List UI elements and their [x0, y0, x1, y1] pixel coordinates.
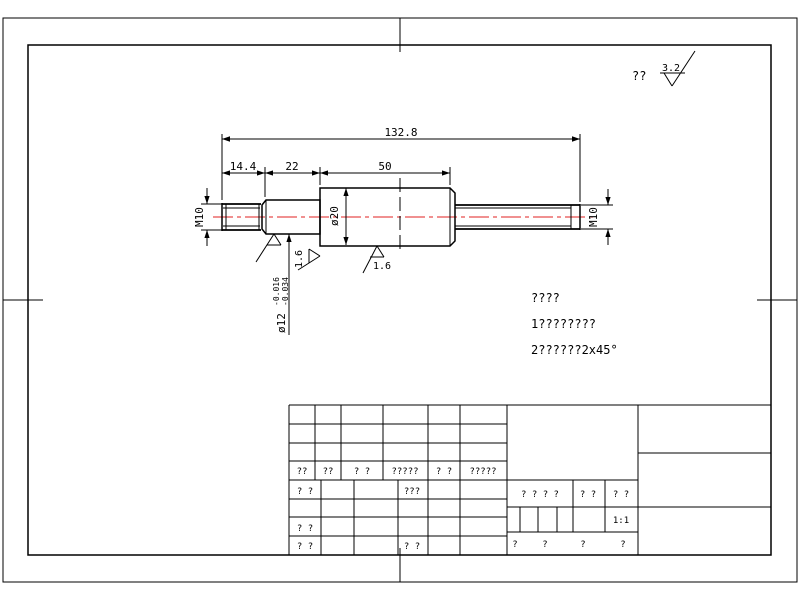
note-title: ???? [531, 291, 560, 305]
dim-seg1-text: 14.4 [230, 160, 257, 173]
note-line-1: 1???????? [531, 317, 596, 331]
row5-cell-1: ? ? [297, 487, 313, 497]
roughness-symbol-step [255, 233, 282, 263]
header-cell-3: ? ? [354, 467, 370, 477]
sheet-borders [2, 17, 798, 583]
dim-overall: 132.8 [221, 126, 581, 202]
roughness-face-value: 1.6 [294, 250, 305, 268]
dim-mid-dia-base: ø12 [275, 313, 288, 333]
bottom-cell-1: ? [512, 540, 517, 550]
title-block-texts: ?? ?? ? ? ????? ? ? ????? ? ? ??? ? ? ? … [297, 467, 630, 552]
inner-border [27, 44, 772, 556]
scale-cell: 1:1 [613, 516, 629, 526]
general-roughness: ?? 3.2 [632, 50, 696, 87]
roughness-symbol-face: 1.6 [294, 248, 321, 271]
dim-left-thread: M10 [193, 188, 222, 246]
header-cell-4: ????? [391, 467, 418, 477]
general-roughness-label: ?? [632, 69, 646, 83]
note-line-2: 2??????2x45° [531, 343, 618, 357]
dim-left-thread-text: M10 [193, 207, 206, 227]
bottom-cell-2: ? [542, 540, 547, 550]
right-thread-section [455, 204, 581, 230]
header-cell-2: ?? [323, 467, 334, 477]
header-cell-6: ????? [469, 467, 496, 477]
dim-right-thread-text: M10 [587, 207, 600, 227]
title-block-grid [288, 404, 771, 555]
technical-notes: ???? 1???????? 2??????2x45° [531, 291, 618, 357]
sign-cell-2: ? ? [580, 490, 596, 500]
dim-seg3-text: 50 [378, 160, 391, 173]
shaft-view [213, 178, 597, 253]
left-thread-section [221, 203, 261, 231]
general-roughness-value: 3.2 [662, 63, 680, 74]
row8-cell-4: ? ? [404, 542, 420, 552]
dim-mid-dia-upper: -0.016 [272, 277, 281, 306]
dim-big-dia-text: ø20 [328, 206, 341, 226]
sign-cell-1: ? ? ? ? [521, 490, 559, 500]
sign-cell-3: ? ? [613, 490, 629, 500]
bottom-cell-4: ? [620, 540, 625, 550]
row7-cell-1: ? ? [297, 524, 313, 534]
dim-segments: 14.4 22 50 [222, 160, 451, 197]
roughness-symbol-bottom: 1.6 [362, 245, 391, 274]
dim-seg2-text: 22 [285, 160, 298, 173]
header-cell-1: ?? [297, 467, 308, 477]
dim-mid-dia: ø12 -0.016 -0.034 [272, 234, 292, 335]
row8-cell-1: ? ? [297, 542, 313, 552]
outer-border [2, 17, 798, 583]
header-cell-5: ? ? [436, 467, 452, 477]
dim-right-thread: M10 [581, 189, 613, 245]
row5-cell-4: ??? [404, 487, 420, 497]
bottom-cell-3: ? [580, 540, 585, 550]
big-section [319, 187, 456, 247]
roughness-bottom-value: 1.6 [373, 261, 391, 272]
dim-big-dia: ø20 [328, 188, 349, 245]
dim-overall-text: 132.8 [384, 126, 417, 139]
dim-mid-dia-lower: -0.034 [281, 277, 290, 306]
